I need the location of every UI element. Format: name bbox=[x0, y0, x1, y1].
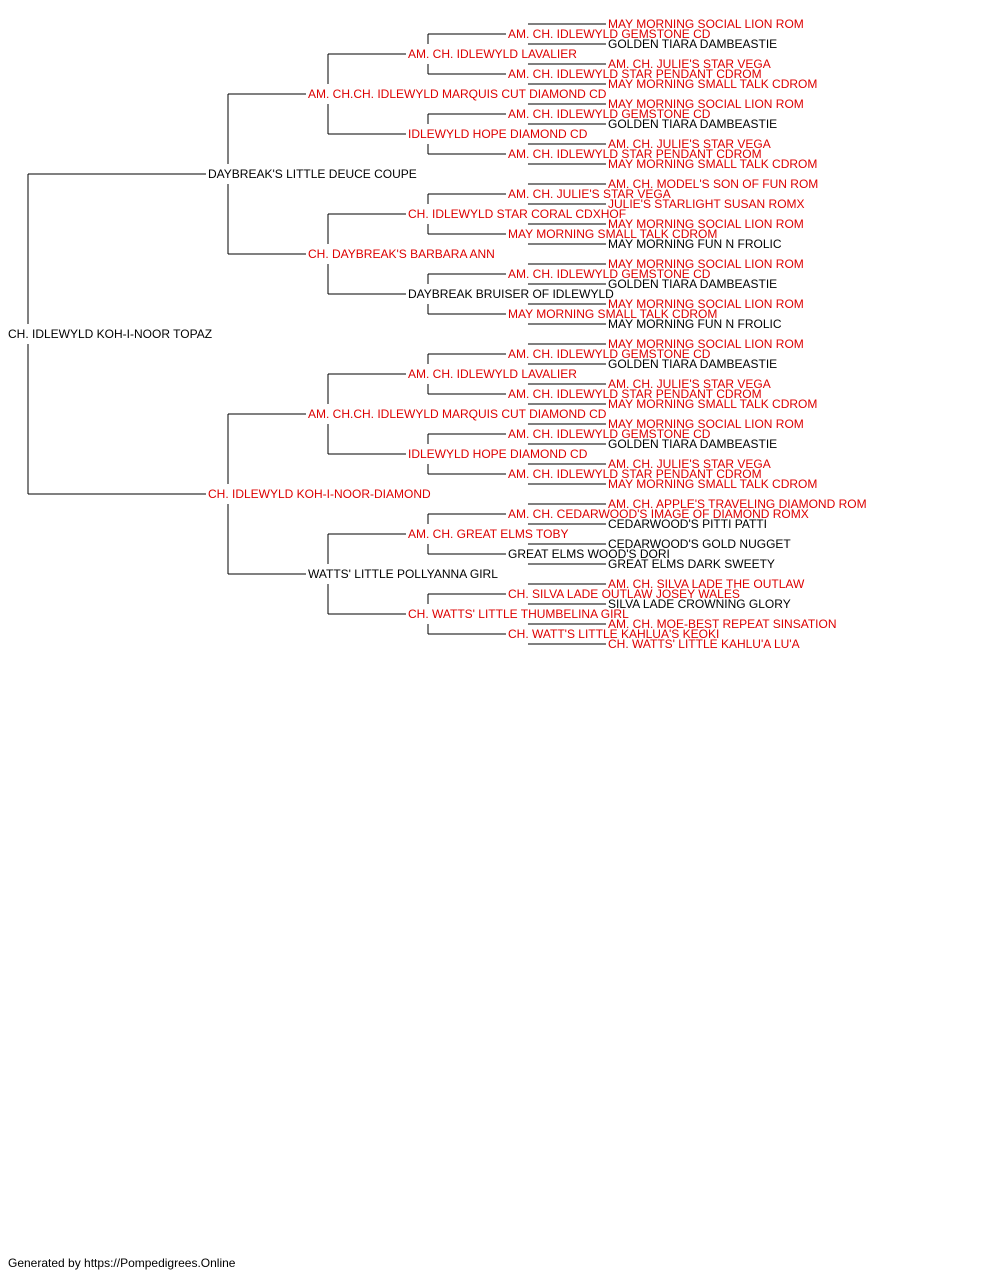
ancestor-name: AM. CH. MODEL'S SON OF FUN ROM bbox=[608, 177, 818, 191]
ancestor-name: CH. IDLEWYLD STAR CORAL CDXHOF bbox=[408, 207, 626, 221]
ancestor-name: MAY MORNING SMALL TALK CDROM bbox=[608, 157, 817, 171]
ancestor-name: AM. CH. IDLEWYLD GEMSTONE CD bbox=[508, 27, 711, 41]
ancestor-name: CEDARWOOD'S PITTI PATTI bbox=[608, 517, 767, 531]
ancestor-name: AM. CH. IDLEWYLD GEMSTONE CD bbox=[508, 347, 711, 361]
ancestor-name: AM. CH. IDLEWYLD STAR PENDANT CDROM bbox=[508, 387, 762, 401]
ancestor-name: MAY MORNING FUN N FROLIC bbox=[608, 237, 782, 251]
ancestor-name: AM. CH. IDLEWYLD STAR PENDANT CDROM bbox=[508, 147, 762, 161]
ancestor-name: CH. WATTS' LITTLE THUMBELINA GIRL bbox=[408, 607, 629, 621]
ancestor-name: MAY MORNING SMALL TALK CDROM bbox=[608, 397, 817, 411]
ancestor-name: MAY MORNING SMALL TALK CDROM bbox=[608, 77, 817, 91]
ancestor-name: AM. CH. CEDARWOOD'S IMAGE OF DIAMOND ROM… bbox=[508, 507, 809, 521]
ancestor-name: CH. DAYBREAK'S BARBARA ANN bbox=[308, 247, 495, 261]
ancestor-name: AM. CH. GREAT ELMS TOBY bbox=[408, 527, 568, 541]
ancestor-name: GOLDEN TIARA DAMBEASTIE bbox=[608, 117, 777, 131]
ancestor-name: AM. CH. IDLEWYLD LAVALIER bbox=[408, 367, 577, 381]
ancestor-name: IDLEWYLD HOPE DIAMOND CD bbox=[408, 127, 588, 141]
ancestor-name: AM. CH. JULIE'S STAR VEGA bbox=[608, 137, 771, 151]
ancestor-name: MAY MORNING SOCIAL LION ROM bbox=[608, 17, 804, 31]
ancestor-name: MAY MORNING SMALL TALK CDROM bbox=[508, 227, 717, 241]
ancestor-name: AM. CH. IDLEWYLD STAR PENDANT CDROM bbox=[508, 467, 762, 481]
footer-credit: Generated by https://Pompedigrees.Online bbox=[8, 1256, 236, 1270]
ancestor-name: CH. SILVA LADE OUTLAW JOSEY WALES bbox=[508, 587, 740, 601]
ancestor-name: CH. IDLEWYLD KOH-I-NOOR-DIAMOND bbox=[208, 487, 431, 501]
ancestor-name: CH. WATTS' LITTLE KAHLU'A LU'A bbox=[608, 637, 800, 651]
ancestor-name: AM. CH. IDLEWYLD STAR PENDANT CDROM bbox=[508, 67, 762, 81]
ancestor-name: MAY MORNING FUN N FROLIC bbox=[608, 317, 782, 331]
ancestor-name: GOLDEN TIARA DAMBEASTIE bbox=[608, 437, 777, 451]
ancestor-name: CH. WATT'S LITTLE KAHLUA'S KEOKI bbox=[508, 627, 719, 641]
ancestor-name: MAY MORNING SOCIAL LION ROM bbox=[608, 297, 804, 311]
subject-dog-name: CH. IDLEWYLD KOH-I-NOOR TOPAZ bbox=[8, 327, 212, 341]
ancestor-name: IDLEWYLD HOPE DIAMOND CD bbox=[408, 447, 588, 461]
ancestor-name: AM. CH.CH. IDLEWYLD MARQUIS CUT DIAMOND … bbox=[308, 87, 607, 101]
ancestor-name: DAYBREAK BRUISER OF IDLEWYLD bbox=[408, 287, 614, 301]
ancestor-name: AM. CH. IDLEWYLD GEMSTONE CD bbox=[508, 267, 711, 281]
ancestor-name: MAY MORNING SOCIAL LION ROM bbox=[608, 417, 804, 431]
ancestor-name: DAYBREAK'S LITTLE DEUCE COUPE bbox=[208, 167, 417, 181]
ancestor-name: AM. CH. APPLE'S TRAVELING DIAMOND ROM bbox=[608, 497, 867, 511]
ancestor-name: MAY MORNING SMALL TALK CDROM bbox=[508, 307, 717, 321]
ancestor-name: GOLDEN TIARA DAMBEASTIE bbox=[608, 357, 777, 371]
ancestor-name: MAY MORNING SMALL TALK CDROM bbox=[608, 477, 817, 491]
ancestor-name: AM. CH. IDLEWYLD GEMSTONE CD bbox=[508, 107, 711, 121]
ancestor-name: AM. CH. SILVA LADE THE OUTLAW bbox=[608, 577, 805, 591]
ancestor-name: GOLDEN TIARA DAMBEASTIE bbox=[608, 37, 777, 51]
ancestor-name: AM. CH. IDLEWYLD GEMSTONE CD bbox=[508, 427, 711, 441]
ancestor-name: AM. CH. JULIE'S STAR VEGA bbox=[608, 57, 771, 71]
ancestor-name: CEDARWOOD'S GOLD NUGGET bbox=[608, 537, 791, 551]
ancestor-name: MAY MORNING SOCIAL LION ROM bbox=[608, 257, 804, 271]
ancestor-name: SILVA LADE CROWNING GLORY bbox=[608, 597, 791, 611]
ancestor-name: GREAT ELMS WOOD'S DORI bbox=[508, 547, 670, 561]
ancestor-name: JULIE'S STARLIGHT SUSAN ROMX bbox=[608, 197, 805, 211]
ancestor-name: AM. CH. JULIE'S STAR VEGA bbox=[608, 377, 771, 391]
ancestor-name: AM. CH. JULIE'S STAR VEGA bbox=[508, 187, 671, 201]
ancestor-name: AM. CH. IDLEWYLD LAVALIER bbox=[408, 47, 577, 61]
ancestor-name: MAY MORNING SOCIAL LION ROM bbox=[608, 97, 804, 111]
ancestor-name: AM. CH. MOE-BEST REPEAT SINSATION bbox=[608, 617, 836, 631]
ancestor-name: GOLDEN TIARA DAMBEASTIE bbox=[608, 277, 777, 291]
ancestor-name: MAY MORNING SOCIAL LION ROM bbox=[608, 337, 804, 351]
ancestor-name: AM. CH.CH. IDLEWYLD MARQUIS CUT DIAMOND … bbox=[308, 407, 607, 421]
ancestor-name: MAY MORNING SOCIAL LION ROM bbox=[608, 217, 804, 231]
ancestor-name: AM. CH. JULIE'S STAR VEGA bbox=[608, 457, 771, 471]
ancestor-name: GREAT ELMS DARK SWEETY bbox=[608, 557, 775, 571]
ancestor-name: WATTS' LITTLE POLLYANNA GIRL bbox=[308, 567, 498, 581]
